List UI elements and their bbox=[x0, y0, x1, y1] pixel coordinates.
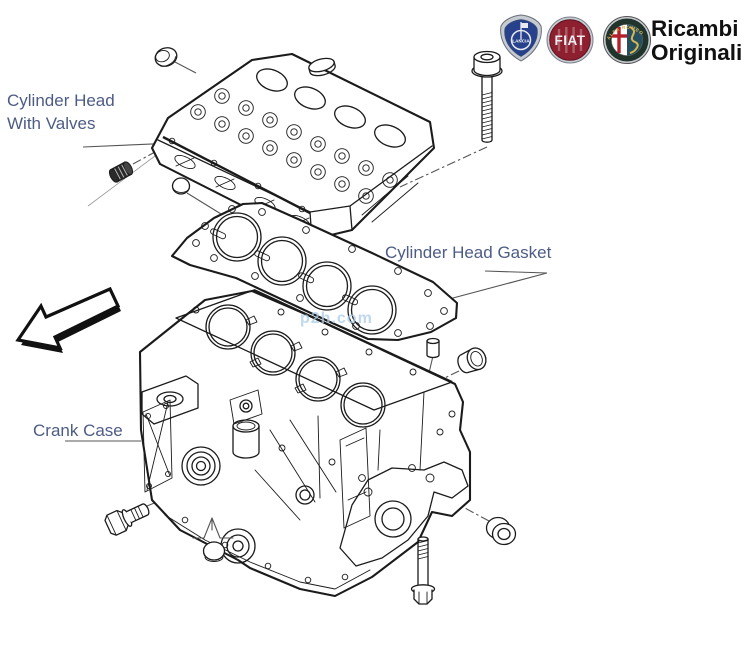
dome-plug-mid bbox=[171, 177, 191, 195]
valve-row-upper bbox=[214, 88, 398, 188]
head-bolt bbox=[471, 50, 503, 143]
core-plug-right bbox=[457, 347, 487, 374]
leader-head-bolt bbox=[399, 146, 488, 188]
gasket-holes bbox=[192, 205, 448, 337]
bushing bbox=[485, 516, 517, 546]
alfa-romeo-logo: ALFA ROMEO bbox=[603, 16, 651, 64]
brand-text-line2: Originali bbox=[651, 40, 742, 65]
oil-pan-bolt bbox=[410, 536, 436, 605]
crank-case-drawing bbox=[138, 289, 472, 598]
lancia-logo-text: LANCIA bbox=[512, 39, 530, 44]
label-cylinder-head-line2: With Valves bbox=[7, 114, 96, 133]
fiat-logo-text: FIAT bbox=[555, 33, 586, 48]
leader-cap-plug bbox=[174, 61, 197, 74]
lancia-logo: LANCIA bbox=[500, 14, 542, 62]
part-labels: Cylinder Head With Valves Cylinder Head … bbox=[7, 91, 552, 440]
label-cylinder-head-line1: Cylinder Head bbox=[7, 91, 115, 110]
dome-plug-bottom bbox=[192, 517, 234, 562]
disc-plug-top bbox=[308, 57, 336, 77]
fiat-logo: FIAT bbox=[546, 16, 594, 64]
drain-bolt bbox=[104, 503, 150, 536]
brand-text-line1: Ricambi bbox=[651, 16, 739, 41]
head-gasket-drawing bbox=[170, 201, 459, 342]
direction-arrow bbox=[15, 286, 121, 353]
valve-row-lower bbox=[190, 104, 374, 204]
label-crank-case: Crank Case bbox=[33, 421, 123, 440]
threaded-plug bbox=[108, 161, 134, 183]
label-gasket: Cylinder Head Gasket bbox=[385, 243, 552, 262]
dowel-pin bbox=[426, 337, 440, 359]
cylinder-head-drawing bbox=[150, 52, 436, 242]
cap-plug-top-left bbox=[154, 47, 178, 67]
watermark: p2h.com bbox=[300, 310, 373, 327]
leader-gasket bbox=[422, 270, 548, 307]
header-branding: LANCIA FIAT ALFA ROMEO Ric bbox=[500, 14, 742, 65]
deck-details bbox=[192, 306, 417, 394]
